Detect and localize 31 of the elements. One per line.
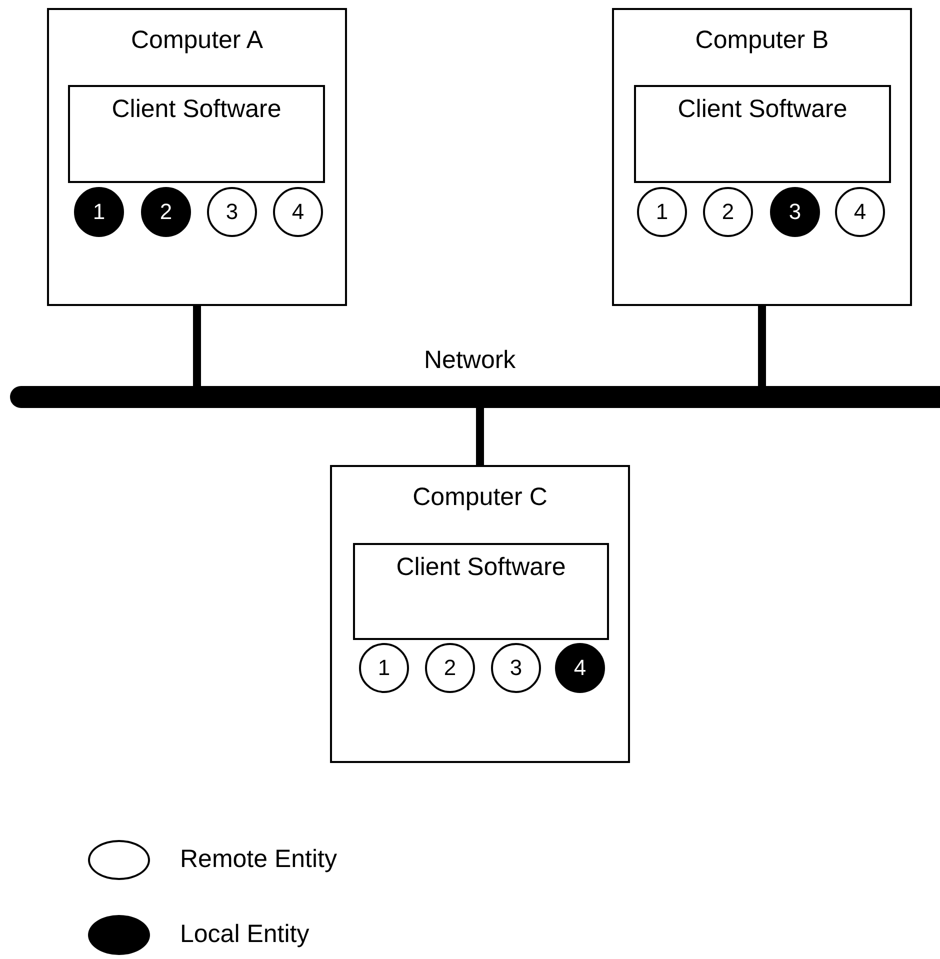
legend-label: Local Entity [180, 920, 310, 949]
remote-entity-circle: 4 [273, 187, 323, 237]
software-box [353, 543, 609, 640]
computer-label: Computer C [412, 483, 548, 512]
remote-entity-circle: 4 [835, 187, 885, 237]
network-connector [476, 408, 484, 465]
remote-entity-circle: 2 [425, 643, 475, 693]
remote-entity-circle: 1 [637, 187, 687, 237]
computer-box [47, 8, 347, 306]
software-box [634, 85, 891, 183]
legend-label: Remote Entity [180, 845, 338, 874]
local-entity-circle: 3 [770, 187, 820, 237]
computer-box [330, 465, 630, 763]
remote-entity-circle: 1 [359, 643, 409, 693]
software-label: Client Software [395, 553, 567, 582]
network-bus-bar [10, 386, 940, 408]
remote-entity-circle: 3 [491, 643, 541, 693]
network-connector [193, 306, 201, 386]
local-entity-circle: 2 [141, 187, 191, 237]
remote-entity-circle: 2 [703, 187, 753, 237]
software-label: Client Software [110, 95, 282, 124]
computer-label: Computer A [130, 26, 264, 55]
local-entity-circle: 1 [74, 187, 124, 237]
remote-entity-circle: 3 [207, 187, 257, 237]
computer-label: Computer B [694, 26, 830, 55]
local-entity-circle: 4 [555, 643, 605, 693]
computer-box [612, 8, 912, 306]
network-label: Network [424, 346, 516, 375]
software-box [68, 85, 325, 183]
network-connector [758, 306, 766, 386]
software-label: Client Software [676, 95, 848, 124]
